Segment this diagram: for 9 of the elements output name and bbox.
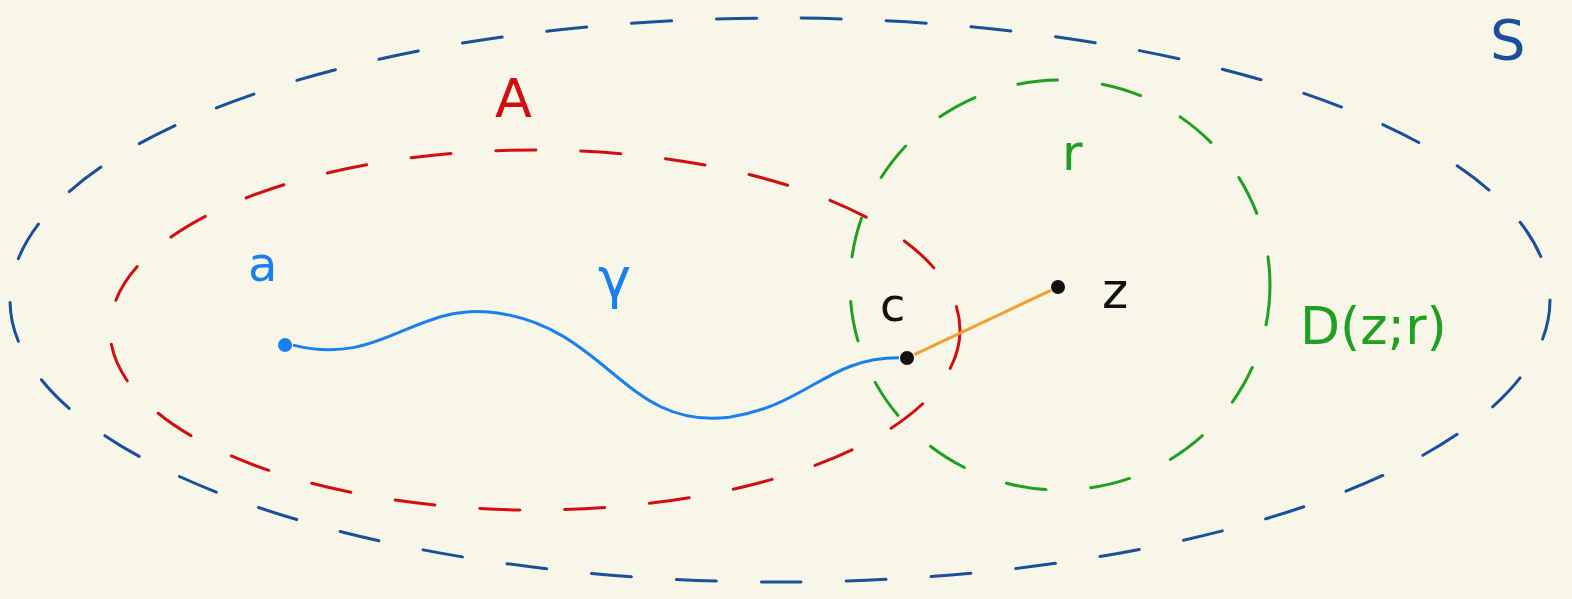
point-label: z — [1102, 266, 1129, 316]
point-label: a — [248, 240, 278, 288]
curve — [292, 310, 900, 420]
set-label: S — [1490, 12, 1526, 68]
set-label: D(z;r) — [1300, 300, 1447, 352]
radius-label: r — [1062, 128, 1083, 178]
line-segment — [913, 289, 1052, 356]
point-label: c — [880, 282, 906, 328]
set-label: A — [495, 72, 532, 126]
